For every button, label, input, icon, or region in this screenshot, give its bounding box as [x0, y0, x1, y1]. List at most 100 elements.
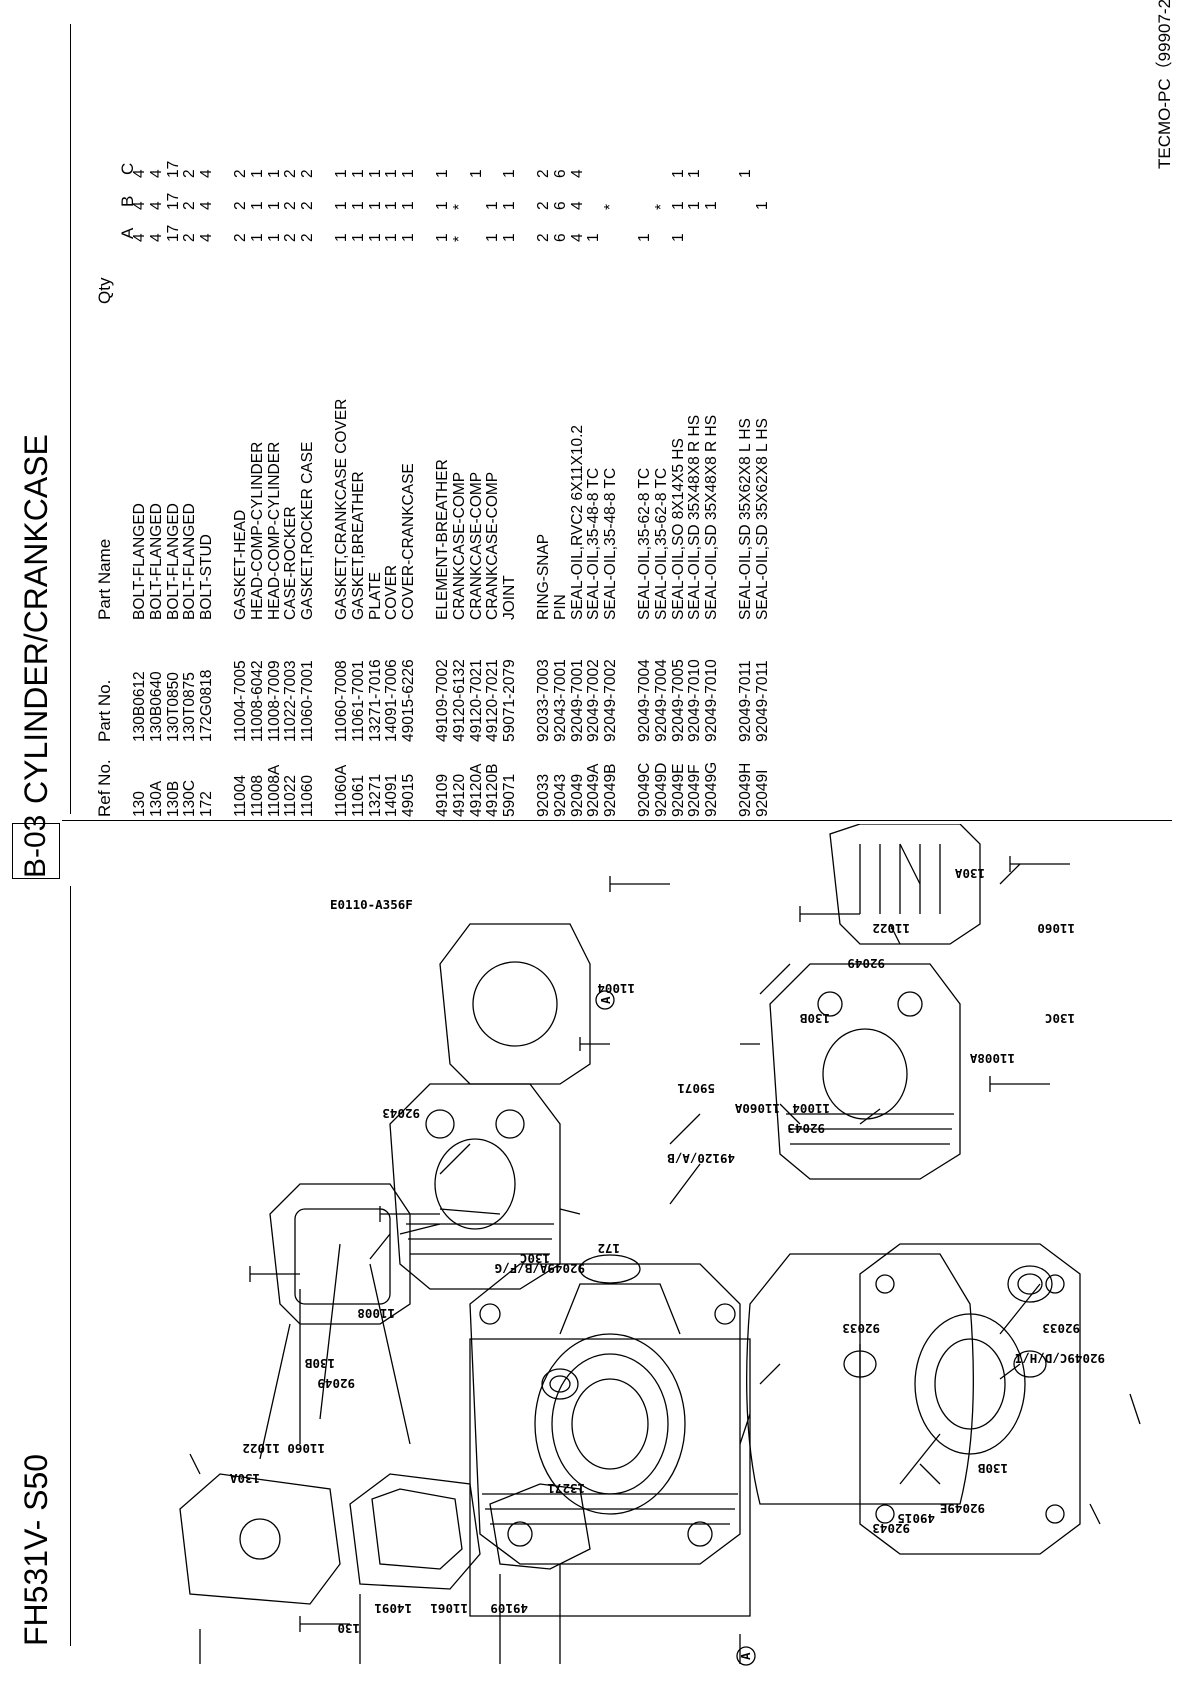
qty-c-cell	[637, 146, 654, 178]
qty-b-cell: 1	[332, 201, 350, 210]
qty-a-cell: 1	[585, 233, 603, 242]
qty-a-cell	[603, 210, 620, 242]
qty-c-cell: 1	[332, 169, 350, 178]
part-no-cell: 130T0850	[164, 672, 182, 742]
qty-a-cell: 2	[282, 233, 300, 242]
section-code: B-03	[12, 815, 60, 879]
callout-59071: 59071	[677, 1081, 715, 1096]
qty-b-cell: 4	[131, 201, 148, 210]
ref-cell: 11060	[299, 775, 317, 817]
part-name-cell: SEAL-OIL,35-62-8 TC	[652, 467, 670, 620]
qty-b-cell: *	[652, 203, 670, 210]
ref-cell: 14091	[383, 773, 401, 817]
exploded-view-diagram: E0110-A356F 130 14091 11061 49109 13271 …	[179, 824, 1141, 1666]
qty-a-cell: 1	[400, 233, 418, 242]
part-name-cell: BOLT-FLANGED	[164, 503, 182, 620]
qty-b-cell: 6	[551, 201, 569, 210]
ref-cell: 11008	[248, 775, 266, 817]
part-no-cell: 11008-7009	[265, 660, 283, 742]
callout-11060-2: 11060	[1037, 921, 1075, 936]
qty-b-cell: *	[602, 203, 620, 210]
qty-c-cell: 4	[198, 169, 216, 178]
qty-b-cell: 4	[147, 201, 165, 210]
part-name-cell: BOLT-STUD	[198, 534, 216, 620]
part-name-cell: HEAD-COMP-CYLINDER	[248, 441, 266, 620]
qty-a-cell: 1	[635, 233, 653, 242]
ref-cell: 49109	[433, 773, 451, 817]
group-spacer	[519, 146, 536, 817]
qty-a-cell: 2	[181, 233, 199, 242]
qty-a-cell: 2	[534, 233, 552, 242]
qty-c-cell	[485, 146, 502, 178]
qty-b-cell: 1	[686, 201, 704, 210]
ref-cell: 11060A	[332, 764, 350, 817]
column-divider	[62, 820, 1172, 821]
part-name-cell: SEAL-OIL,35-48-8 TC	[602, 467, 620, 620]
callout-172: 172	[597, 1241, 620, 1256]
part-name-cell: RING-SNAP	[534, 533, 552, 620]
header-rule-right	[70, 24, 71, 814]
part-no-cell: 92033-7003	[534, 659, 552, 742]
ref-cell: 13271	[366, 773, 384, 817]
qty-c-cell: 1	[467, 169, 485, 178]
callout-130c-1: 130C	[520, 1251, 550, 1266]
qty-a-cell	[687, 210, 704, 242]
part-name-cell: GASKET-HEAD	[231, 509, 249, 620]
ref-cell: 92049G	[703, 761, 721, 817]
qty-a-cell: 4	[198, 233, 216, 242]
callout-a-top: A	[598, 996, 613, 1004]
qty-a-cell: 1	[383, 233, 401, 242]
qty-c-cell: 1	[248, 169, 266, 178]
rocker-case-1	[269, 1183, 411, 1325]
part-no-cell: 130B0612	[131, 671, 148, 742]
part-no-cell: 92049-7010	[703, 659, 721, 742]
part-no-cell: 92049-7011	[753, 660, 771, 742]
part-no-cell: 92043-7001	[551, 659, 569, 742]
qty-a-cell: 1	[501, 233, 519, 242]
qty-b-cell: 1	[703, 201, 721, 210]
part-name-cell: CRANKCASE-COMP	[484, 471, 502, 620]
qty-b-cell: 1	[265, 201, 283, 210]
ref-cell: 92049I	[753, 769, 771, 817]
qty-c-cell	[586, 146, 603, 178]
rocker-case-2	[829, 824, 981, 945]
qty-a-cell: 17	[164, 224, 182, 242]
part-no-cell: 11004-7005	[231, 660, 249, 742]
crankcase-group-bracket	[469, 1338, 751, 1617]
part-no-cell: 49015-6226	[400, 659, 418, 742]
callout-92049-2: 92049	[847, 956, 885, 971]
callout-11022-1: 11022	[242, 1441, 280, 1456]
qty-b-cell: 1	[383, 201, 401, 210]
qty-c-cell: 4	[568, 169, 586, 178]
callout-49109: 49109	[490, 1601, 528, 1616]
bolts	[249, 856, 1070, 1632]
callout-11008: 11008	[357, 1306, 395, 1321]
qty-b-cell: 1	[484, 201, 502, 210]
qty-a-cell	[738, 210, 755, 242]
qty-b-cell: 2	[534, 201, 552, 210]
callout-11060-1: 11060	[287, 1441, 325, 1456]
cylinder-head-1	[389, 1083, 561, 1290]
footer-code: TECMO-PC（99907-2113-03）	[1155, 0, 1174, 169]
qty-c-cell: 1	[366, 169, 384, 178]
qty-c-cell: 1	[349, 169, 367, 178]
part-name-cell: CRANKCASE-COMP	[450, 471, 468, 620]
qty-b-cell	[469, 178, 486, 210]
callout-130a-2: 130A	[954, 866, 985, 881]
qty-c-cell: 1	[265, 169, 283, 178]
group-spacer	[317, 146, 334, 817]
qty-a-cell: 4	[568, 233, 586, 242]
part-no-cell: 49120-7021	[484, 659, 502, 742]
marker-a-top	[595, 990, 615, 1010]
breather-element	[489, 1483, 591, 1570]
qty-b-cell	[637, 178, 654, 210]
col-ref-header: Ref No.	[95, 759, 114, 817]
